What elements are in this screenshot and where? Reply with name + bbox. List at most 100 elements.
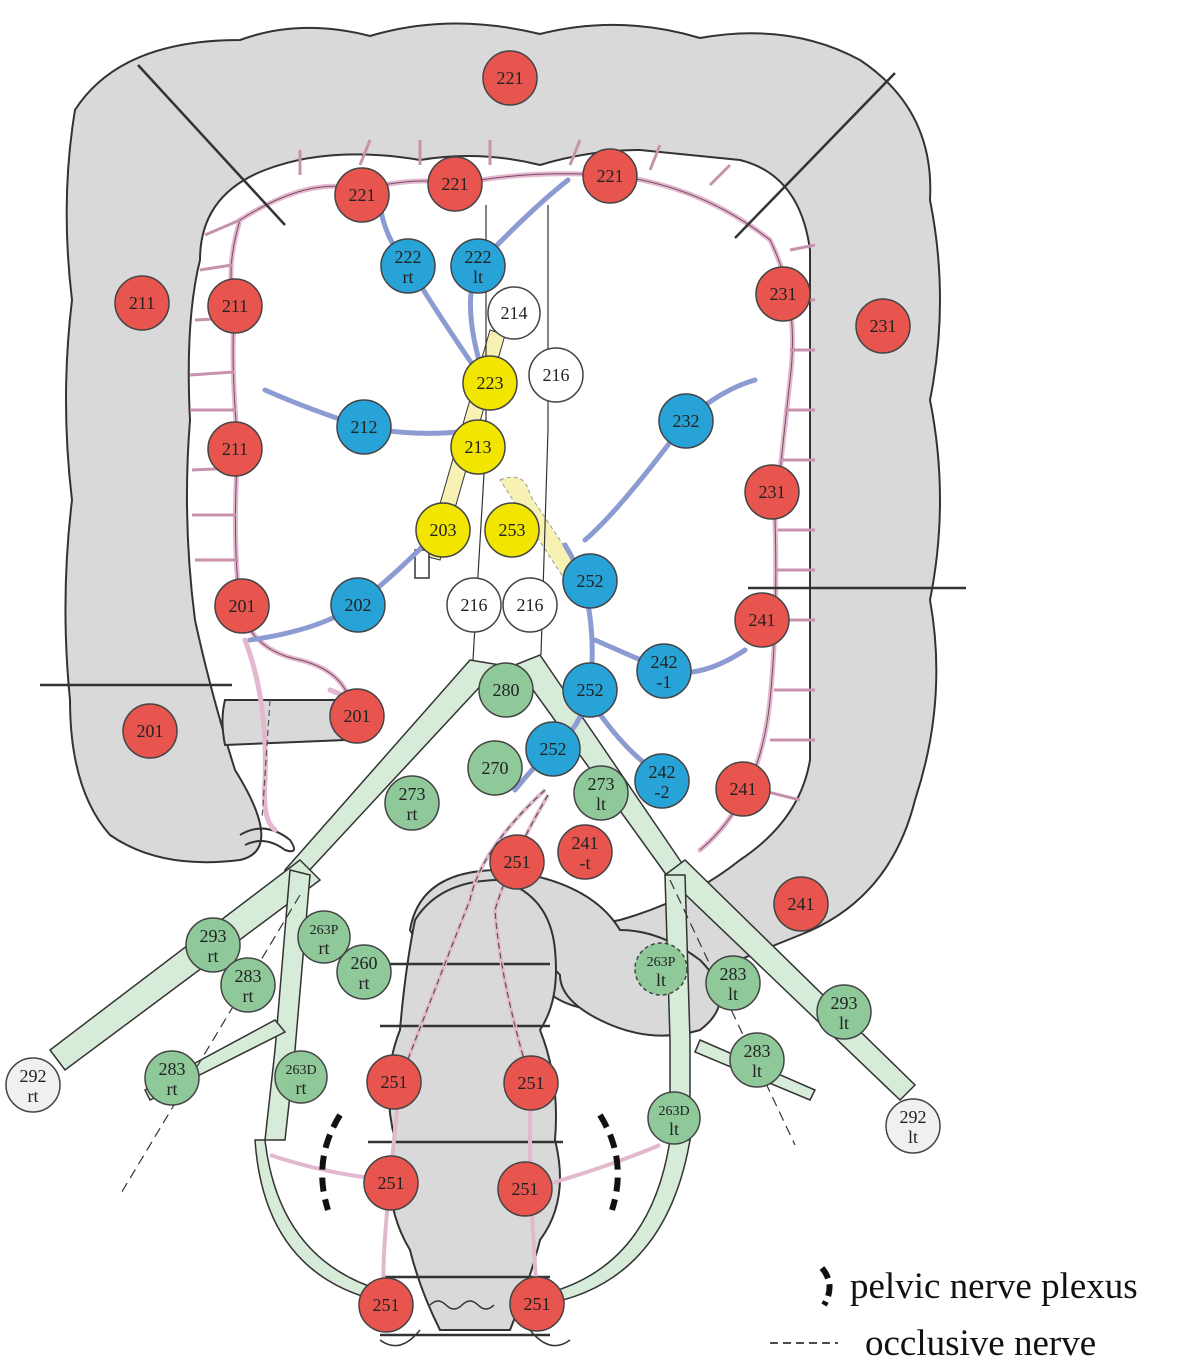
node-label: 273 (588, 774, 615, 794)
node-circle (384, 775, 440, 831)
node-sublabel: lt (752, 1061, 762, 1081)
node-label: 221 (349, 185, 376, 205)
node-circle (647, 1091, 701, 1145)
lymph-node-232: 232 (658, 393, 714, 449)
node-sublabel: lt (908, 1127, 918, 1147)
node-label: 280 (493, 680, 520, 700)
node-label: 263D (285, 1063, 316, 1078)
lymph-node-241: 241 (773, 876, 829, 932)
node-circle (358, 1277, 414, 1333)
node-circle (489, 834, 545, 890)
node-circle (582, 148, 638, 204)
colon (64, 22, 941, 1347)
lymph-node-251: 251 (366, 1054, 422, 1110)
lymph-node-251: 251 (509, 1276, 565, 1332)
node-circle (415, 502, 471, 558)
node-circle (885, 1098, 941, 1154)
node-circle (509, 1276, 565, 1332)
lymph-node-251: 251 (363, 1155, 419, 1211)
node-label: 231 (870, 316, 897, 336)
node-sublabel: lt (656, 970, 666, 990)
lymph-node-252: 252 (525, 721, 581, 777)
anal-verge (379, 1329, 571, 1347)
node-label: 202 (345, 595, 372, 615)
node-circle (297, 910, 351, 964)
node-circle (484, 502, 540, 558)
node-circle (380, 238, 436, 294)
node-label: 201 (344, 706, 371, 726)
lymph-node-252: 252 (562, 553, 618, 609)
lymph-node-221: 221 (582, 148, 638, 204)
node-label: 241 (730, 779, 757, 799)
node-sublabel: -1 (657, 672, 672, 692)
node-label: 222 (395, 247, 422, 267)
lymph-node-201: 201 (214, 578, 270, 634)
lymph-node-221: 221 (427, 156, 483, 212)
node-circle (363, 1155, 419, 1211)
node-label: 222 (465, 247, 492, 267)
node-label: 216 (461, 595, 488, 615)
node-label: 292 (20, 1066, 47, 1086)
node-label: 241 (749, 610, 776, 630)
lymph-node-251: 251 (489, 834, 545, 890)
lymph-node-241: 241 (715, 761, 771, 817)
lymph-node-280: 280 (478, 662, 534, 718)
lymph-node-201: 201 (329, 688, 385, 744)
resection-lines (40, 64, 966, 1337)
node-label: 292 (900, 1107, 927, 1127)
node-sublabel: lt (839, 1013, 849, 1033)
lymph-node-231: 231 (855, 298, 911, 354)
node-circle (734, 592, 790, 648)
node-circle (573, 765, 629, 821)
lymph-node-251: 251 (497, 1161, 553, 1217)
lymph-node-270: 270 (467, 740, 523, 796)
lymph-node-241: 241 (734, 592, 790, 648)
legend: pelvic nerve plexus occlusive nerve (770, 1266, 1138, 1361)
node-label: 214 (501, 303, 528, 323)
node-sublabel: rt (403, 267, 414, 287)
node-label: 293 (200, 926, 227, 946)
node-label: 260 (351, 953, 378, 973)
node-circle (336, 944, 392, 1000)
node-circle (557, 824, 613, 880)
node-circle (122, 703, 178, 759)
node-sublabel: lt (596, 794, 606, 814)
node-circle (715, 761, 771, 817)
node-label: 231 (759, 482, 786, 502)
node-label: 201 (137, 721, 164, 741)
lymph-node-213: 213 (450, 419, 506, 475)
colon-frame (64, 22, 941, 1011)
lymph-node-216: 216 (528, 347, 584, 403)
node-label: 252 (577, 680, 604, 700)
lymph-node-251: 251 (503, 1055, 559, 1111)
node-circle (329, 688, 385, 744)
node-label: 283 (720, 964, 747, 984)
lymph-node-211: 211 (207, 278, 263, 334)
node-label: 253 (499, 520, 526, 540)
node-circle (334, 167, 390, 223)
node-label: 263P (647, 955, 676, 970)
node-sublabel: rt (167, 1079, 178, 1099)
node-label: 232 (673, 411, 700, 431)
node-circle (5, 1057, 61, 1113)
node-circle (729, 1032, 785, 1088)
node-sublabel: rt (407, 804, 418, 824)
lumbar-splanchnic-right (48, 859, 322, 1072)
node-label: 270 (482, 758, 509, 778)
node-label: 251 (373, 1295, 400, 1315)
node-circle (503, 1055, 559, 1111)
node-sublabel: -t (580, 853, 591, 873)
node-sublabel: rt (28, 1086, 39, 1106)
node-circle (634, 942, 688, 996)
node-sublabel: lt (728, 984, 738, 1004)
